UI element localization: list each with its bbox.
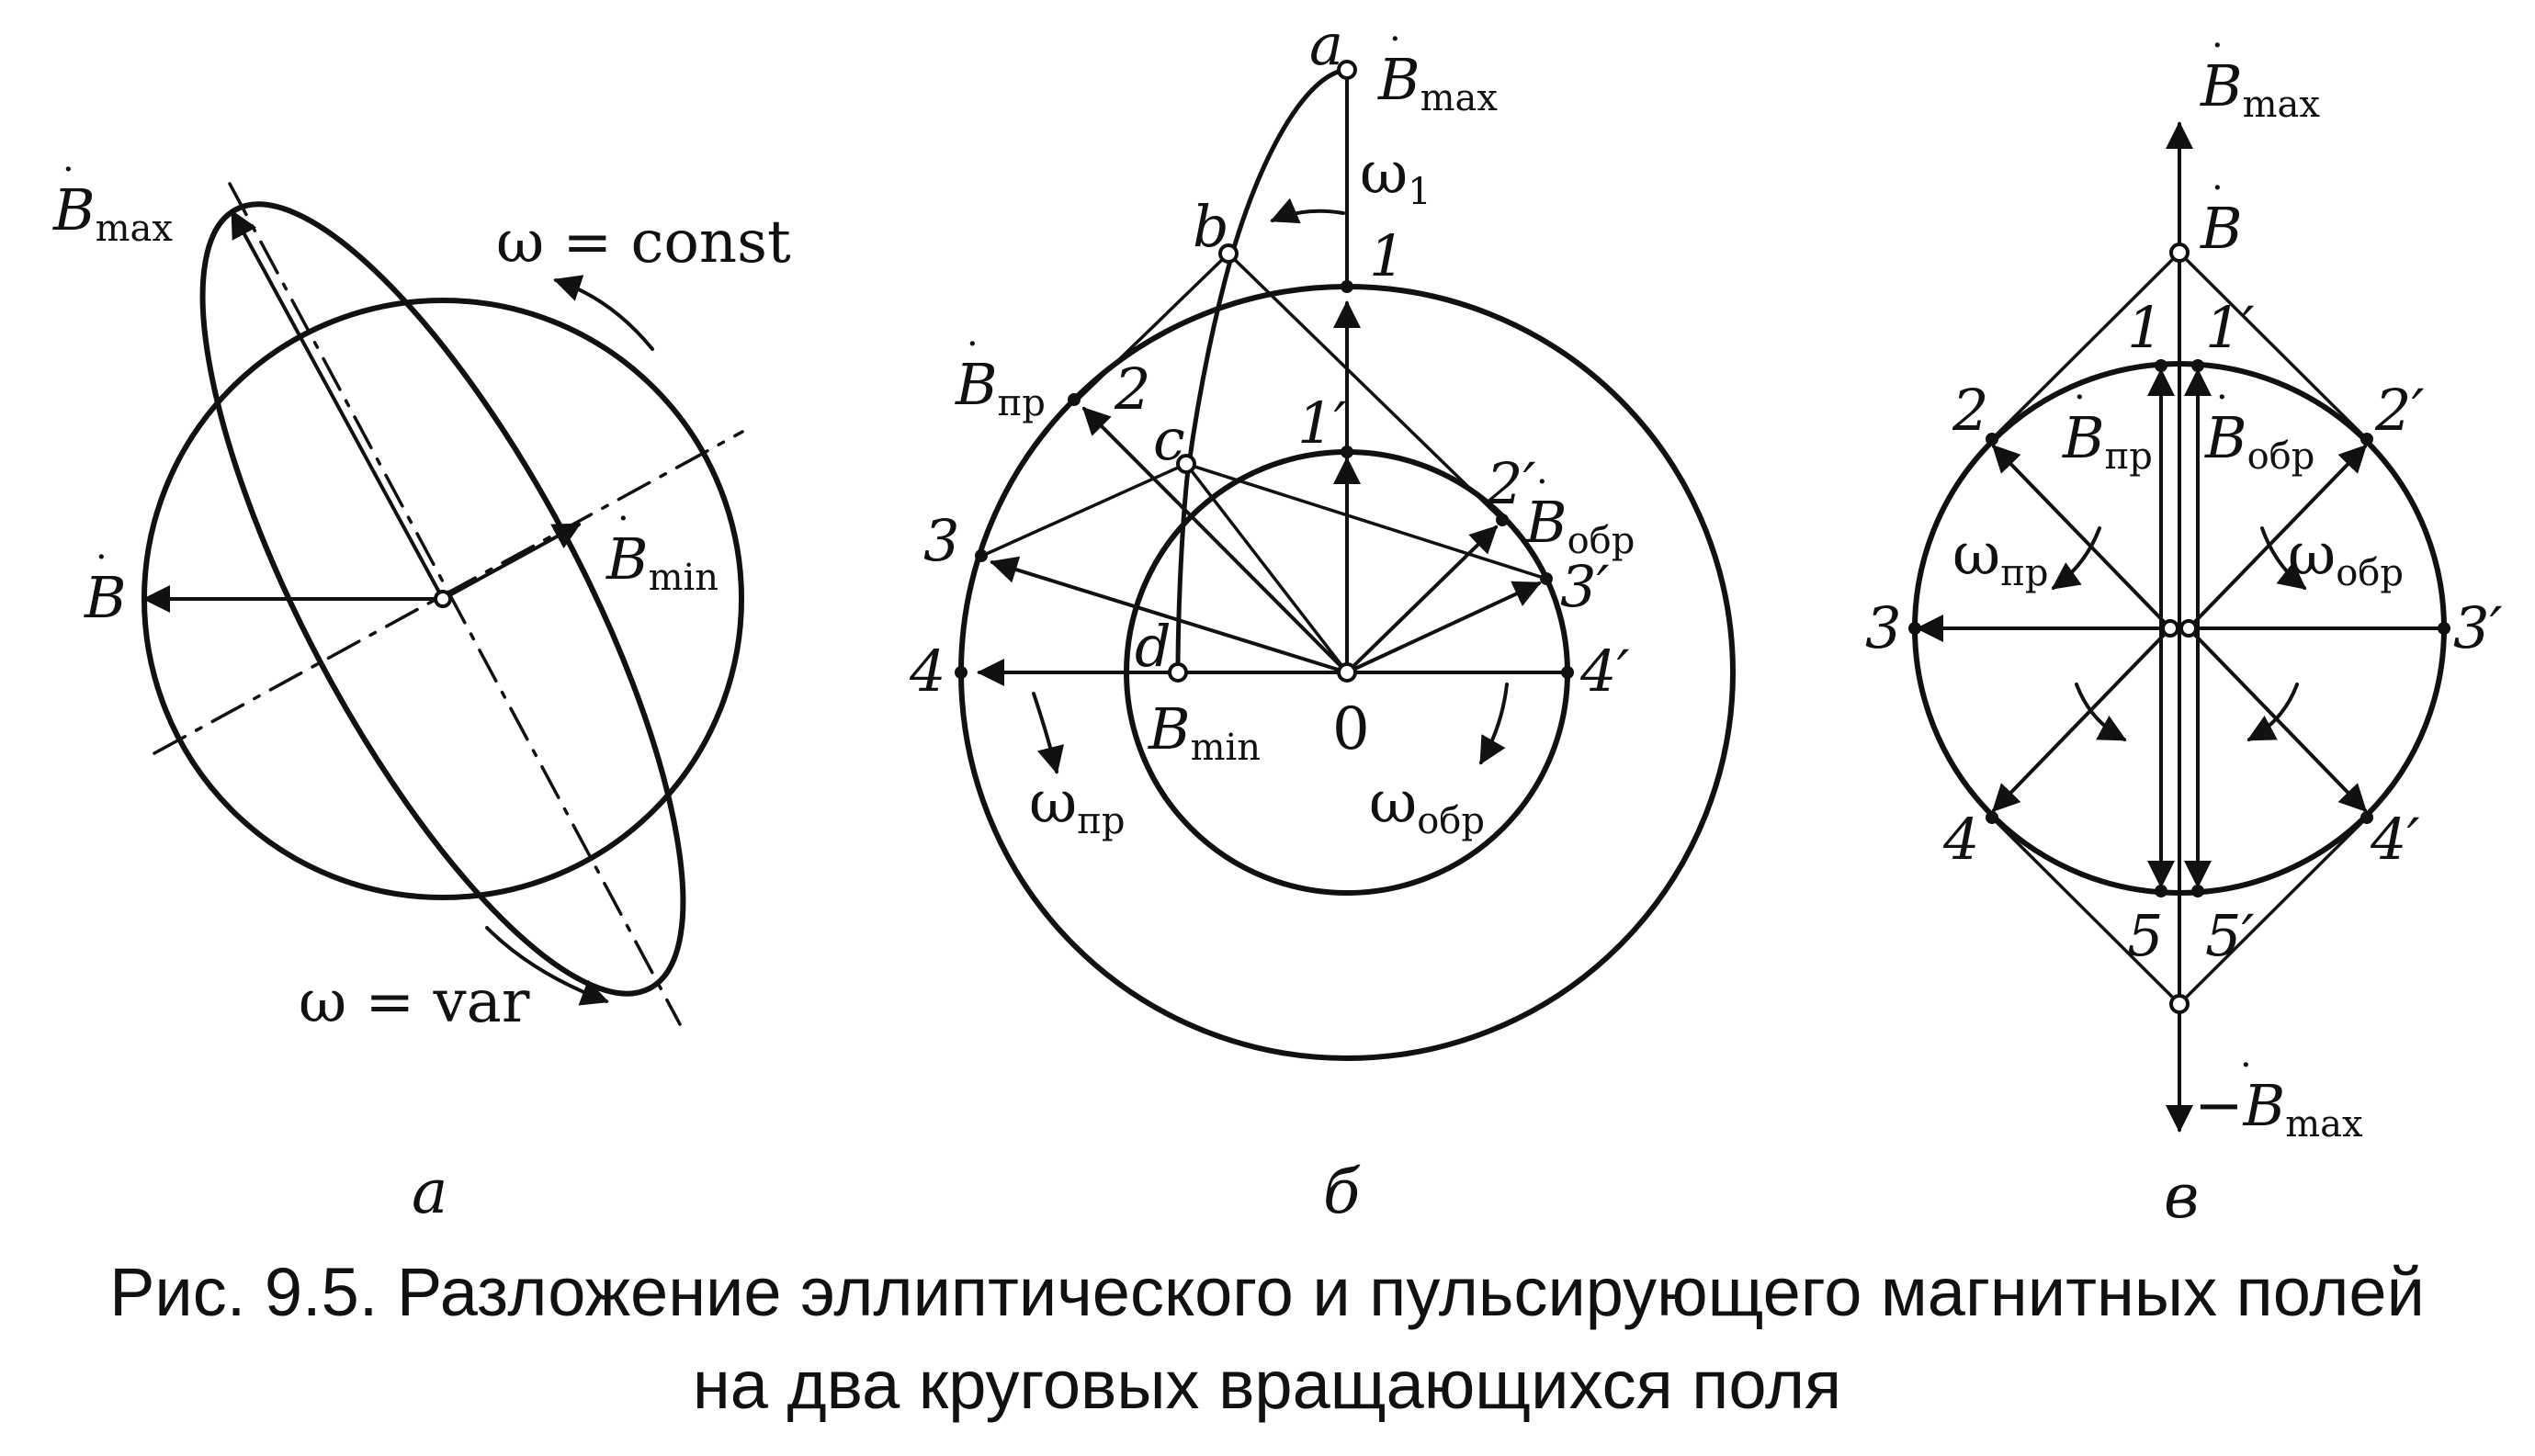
label-b-pr: Bпр bbox=[2062, 404, 2153, 478]
point-1 bbox=[1341, 280, 1353, 293]
omega-pr-arrow bbox=[1032, 692, 1065, 774]
vector-2p-b-obr bbox=[1345, 525, 1499, 674]
omega1-arrow bbox=[1270, 198, 1345, 224]
label-4: 4 bbox=[909, 638, 945, 705]
point-origin-right bbox=[2179, 619, 2198, 638]
svg-text:·: · bbox=[2216, 377, 2228, 419]
omega-pr-arrow bbox=[2051, 526, 2101, 590]
label-2p: 2′ bbox=[2374, 377, 2425, 444]
vector-3p bbox=[1345, 581, 1542, 674]
label-1: 1 bbox=[1369, 222, 1405, 289]
label-b: b bbox=[1193, 193, 1229, 260]
caption-line-2: на два круговых вращающихся поля bbox=[693, 1347, 1841, 1423]
label-omega-pr: ωпр bbox=[1952, 521, 2048, 594]
label-b: B bbox=[84, 564, 127, 631]
label-omega-pr: ωпр bbox=[1029, 769, 1125, 842]
vector-b-min bbox=[441, 523, 582, 601]
label-1p: 1′ bbox=[1297, 389, 1347, 457]
vector-2p bbox=[2187, 444, 2368, 630]
label-b-min: Bmin bbox=[1148, 695, 1261, 769]
label-b-min: Bmin bbox=[605, 525, 719, 599]
panel-a-tag: а bbox=[412, 1157, 447, 1227]
panel-c-tag: в bbox=[2164, 1161, 2199, 1232]
label-b-max: Bmax bbox=[1377, 46, 1498, 119]
ellipse-arc-abcd bbox=[1175, 67, 1350, 675]
label-4: 4 bbox=[1942, 806, 1979, 873]
dot-b-max: · bbox=[62, 149, 74, 191]
point-d bbox=[1168, 662, 1188, 683]
label-a: a bbox=[1309, 11, 1343, 78]
label-3p: 3′ bbox=[1560, 553, 1610, 620]
vector-4 bbox=[1991, 626, 2172, 813]
label-5p: 5′ bbox=[2205, 902, 2255, 969]
label-neg-b-max: −Bmax bbox=[2194, 1072, 2363, 1146]
label-3p: 3′ bbox=[2453, 594, 2503, 661]
omega-obr-arrow bbox=[2260, 526, 2307, 590]
panel-c: Bmax · B · 1 1′ 2 2′ Bпр · Bобр · ωпр ωо… bbox=[1865, 25, 2503, 1232]
label-3: 3 bbox=[1865, 594, 1901, 661]
label-omega-obr: ωобр bbox=[2288, 521, 2404, 594]
point-2p bbox=[1496, 514, 1509, 526]
svg-text:·: · bbox=[1536, 461, 1548, 503]
label-omega-obr: ωобр bbox=[1369, 769, 1485, 842]
point-0 bbox=[1337, 662, 1357, 683]
label-b-max: Bmax bbox=[52, 176, 173, 250]
point-2 bbox=[1068, 393, 1081, 406]
svg-text:·: · bbox=[967, 323, 979, 366]
label-omega-var: ω = var bbox=[299, 968, 530, 1036]
label-b-pr: Bпр bbox=[955, 351, 1046, 424]
label-c: c bbox=[1153, 406, 1185, 473]
label-2: 2 bbox=[1114, 356, 1150, 423]
svg-text:·: · bbox=[2240, 1044, 2252, 1087]
point-4p bbox=[1561, 666, 1574, 679]
origin-point bbox=[434, 590, 452, 608]
label-zero: 0 bbox=[1332, 695, 1370, 763]
label-2: 2 bbox=[1952, 377, 1988, 444]
label-4p: 4′ bbox=[2370, 806, 2420, 873]
point-1p bbox=[1341, 446, 1353, 458]
point-3 bbox=[975, 549, 988, 562]
major-axis bbox=[228, 182, 682, 1026]
label-omega-const: ω = const bbox=[496, 209, 791, 277]
vector-2 bbox=[1991, 444, 2172, 630]
label-3: 3 bbox=[923, 507, 959, 574]
svg-text:·: · bbox=[1389, 18, 1401, 61]
label-1p: 1′ bbox=[2205, 294, 2255, 361]
panel-b: a Bmax · ω1 b 1 Bпр · 2 c 1′ 2′ Bобр · 3… bbox=[909, 11, 1736, 1227]
point-b bbox=[1218, 243, 1239, 264]
point-4 bbox=[955, 666, 968, 679]
omega-var-arrow bbox=[485, 926, 609, 1006]
omega-obr-arrow bbox=[1479, 683, 1509, 765]
label-omega1: ω1 bbox=[1360, 140, 1432, 213]
label-1: 1 bbox=[2127, 294, 2163, 361]
label-b: B bbox=[2200, 195, 2243, 262]
dot-b-min: · bbox=[617, 498, 629, 540]
panel-b-tag: б bbox=[1323, 1157, 1361, 1227]
dot-b: · bbox=[96, 536, 108, 579]
label-b-obr: Bобр bbox=[2204, 404, 2314, 478]
point-origin-left bbox=[2161, 619, 2179, 638]
omega-const-arrow bbox=[553, 275, 654, 351]
label-4p: 4′ bbox=[1579, 638, 1630, 705]
point-a bbox=[1337, 60, 1357, 80]
label-b-obr: Bобр bbox=[1524, 489, 1635, 562]
point-3p bbox=[1540, 572, 1553, 585]
caption-line-1: Рис. 9.5. Разложение эллиптического и пу… bbox=[109, 1254, 2425, 1330]
svg-text:·: · bbox=[2212, 167, 2224, 209]
point-b bbox=[2169, 243, 2190, 263]
label-5: 5 bbox=[2127, 902, 2163, 969]
vector-2-b-pr bbox=[1081, 406, 1349, 674]
label-2p: 2′ bbox=[1486, 450, 1536, 517]
panel-a: Bmax · ω = const B · Bmin · ω = var а bbox=[52, 149, 791, 1227]
svg-text:·: · bbox=[2212, 25, 2224, 67]
vector-3 bbox=[990, 556, 1349, 674]
label-b-max: Bmax bbox=[2200, 52, 2320, 126]
point-c bbox=[1176, 454, 1196, 474]
vector-b-max bbox=[231, 209, 445, 601]
point-bottom bbox=[2169, 994, 2190, 1014]
svg-text:·: · bbox=[2074, 377, 2086, 419]
label-d: d bbox=[1135, 613, 1171, 680]
